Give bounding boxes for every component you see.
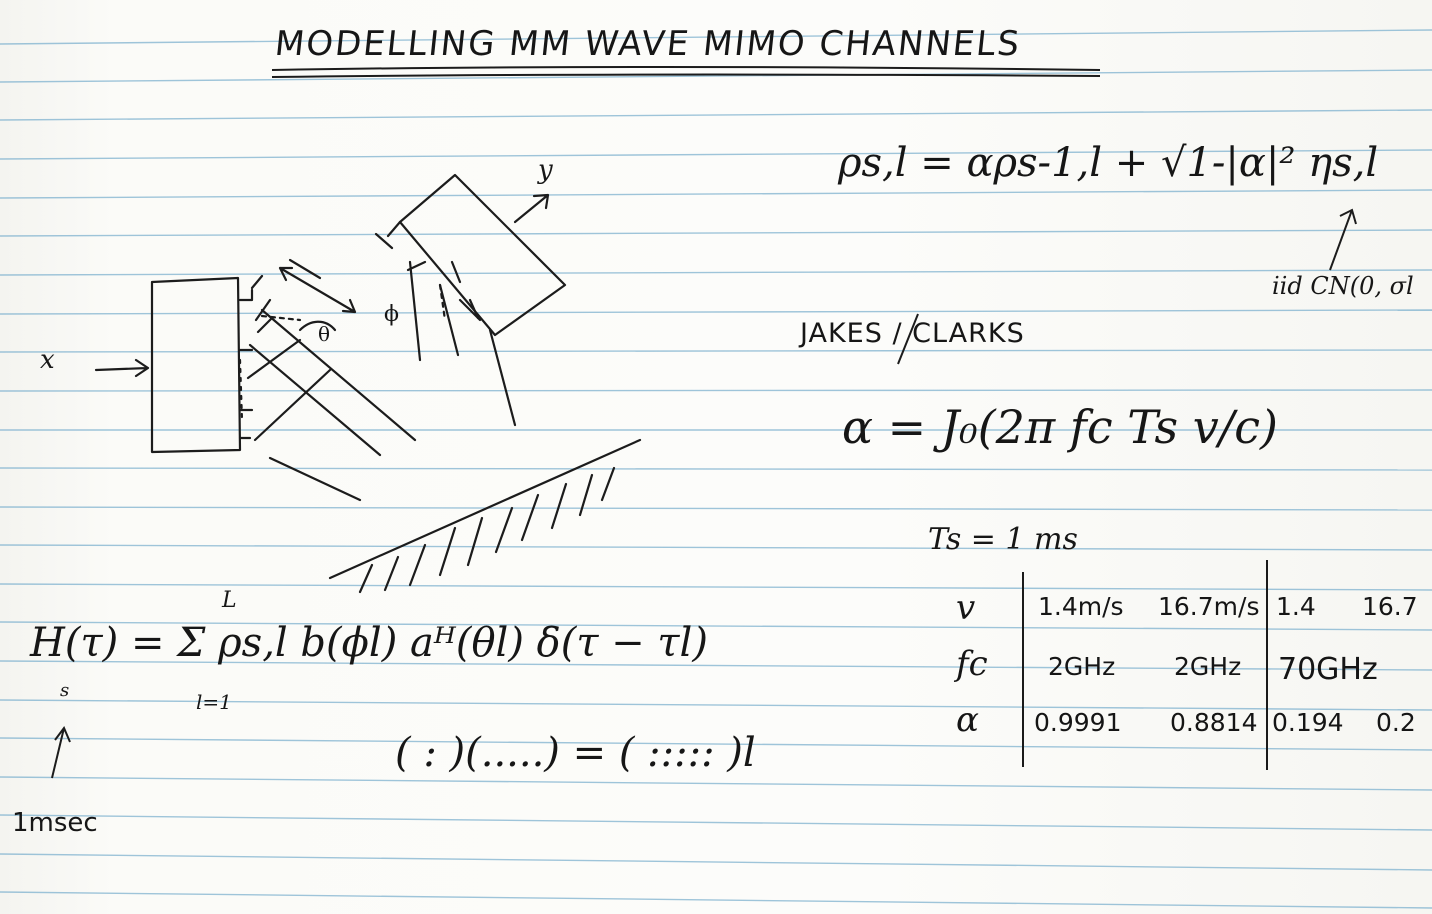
rx-array-box xyxy=(398,173,567,337)
title-underline-ink xyxy=(271,66,1101,78)
page-title: MODELLING MM WAVE MIMO CHANNELS xyxy=(272,24,1023,64)
table-cell: 0.194 xyxy=(1272,708,1344,737)
table-cell: 16.7 xyxy=(1362,592,1418,621)
table-cell: 70GHz xyxy=(1278,652,1378,687)
jakes-clarks-label: JAKES / CLARKS xyxy=(800,318,1025,349)
row-label-fc: fc xyxy=(956,644,988,684)
table-cell: 1.4m/s xyxy=(1038,592,1124,621)
input-arrow xyxy=(94,358,150,378)
iid-noise-note: iid CN(0, σl xyxy=(1272,272,1414,300)
reflector-wall xyxy=(328,438,642,580)
alpha-formula: α = J₀(2π fc Ts v/c) xyxy=(842,400,1278,454)
table-cell: 2GHz xyxy=(1048,652,1116,681)
noise-arrow xyxy=(1329,208,1357,271)
spacing-arrow xyxy=(278,258,357,314)
table-cell: 0.2 xyxy=(1376,708,1416,737)
time-arrow xyxy=(51,726,71,779)
ts-value: Ts = 1 ms xyxy=(928,522,1078,557)
channel-subscript: s xyxy=(60,680,70,701)
sum-lower-limit: l=1 xyxy=(196,690,232,714)
y-axis-label: y xyxy=(538,155,553,185)
rho-update-equation: ρs,l = αρs-1,l + √1-|α|² ηs,l xyxy=(838,140,1379,186)
theta-angle-label: θ xyxy=(318,322,331,346)
phi-angle-label: ϕ xyxy=(384,302,399,327)
y-arrow xyxy=(513,193,550,224)
sum-upper-limit: L xyxy=(222,588,237,613)
table-cell: 0.8814 xyxy=(1170,708,1258,737)
row-label-alpha: α xyxy=(956,700,979,740)
time-note: 1msec xyxy=(12,808,98,838)
channel-equation: H(τ) = Σ ρs,l b(ϕl) aᴴ(θl) δ(τ − τl) xyxy=(30,620,708,666)
table-divider-left xyxy=(1022,572,1024,767)
tx-array-box xyxy=(150,276,242,454)
row-label-v: v xyxy=(956,588,976,628)
antenna-diagram xyxy=(94,173,642,594)
table-cell: 0.9991 xyxy=(1034,708,1122,737)
table-cell: 16.7m/s xyxy=(1158,592,1260,621)
parameter-table: v fc α 1.4m/s 16.7m/s 1.4 16.7 2GHz 2GHz… xyxy=(948,560,1423,770)
table-cell: 2GHz xyxy=(1174,652,1242,681)
x-input-label: x xyxy=(40,345,55,375)
matrix-dimension-note: ( : )(.....) = ( ::::: )l xyxy=(395,730,756,776)
table-divider-right xyxy=(1266,560,1268,770)
table-cell: 1.4 xyxy=(1276,592,1316,621)
